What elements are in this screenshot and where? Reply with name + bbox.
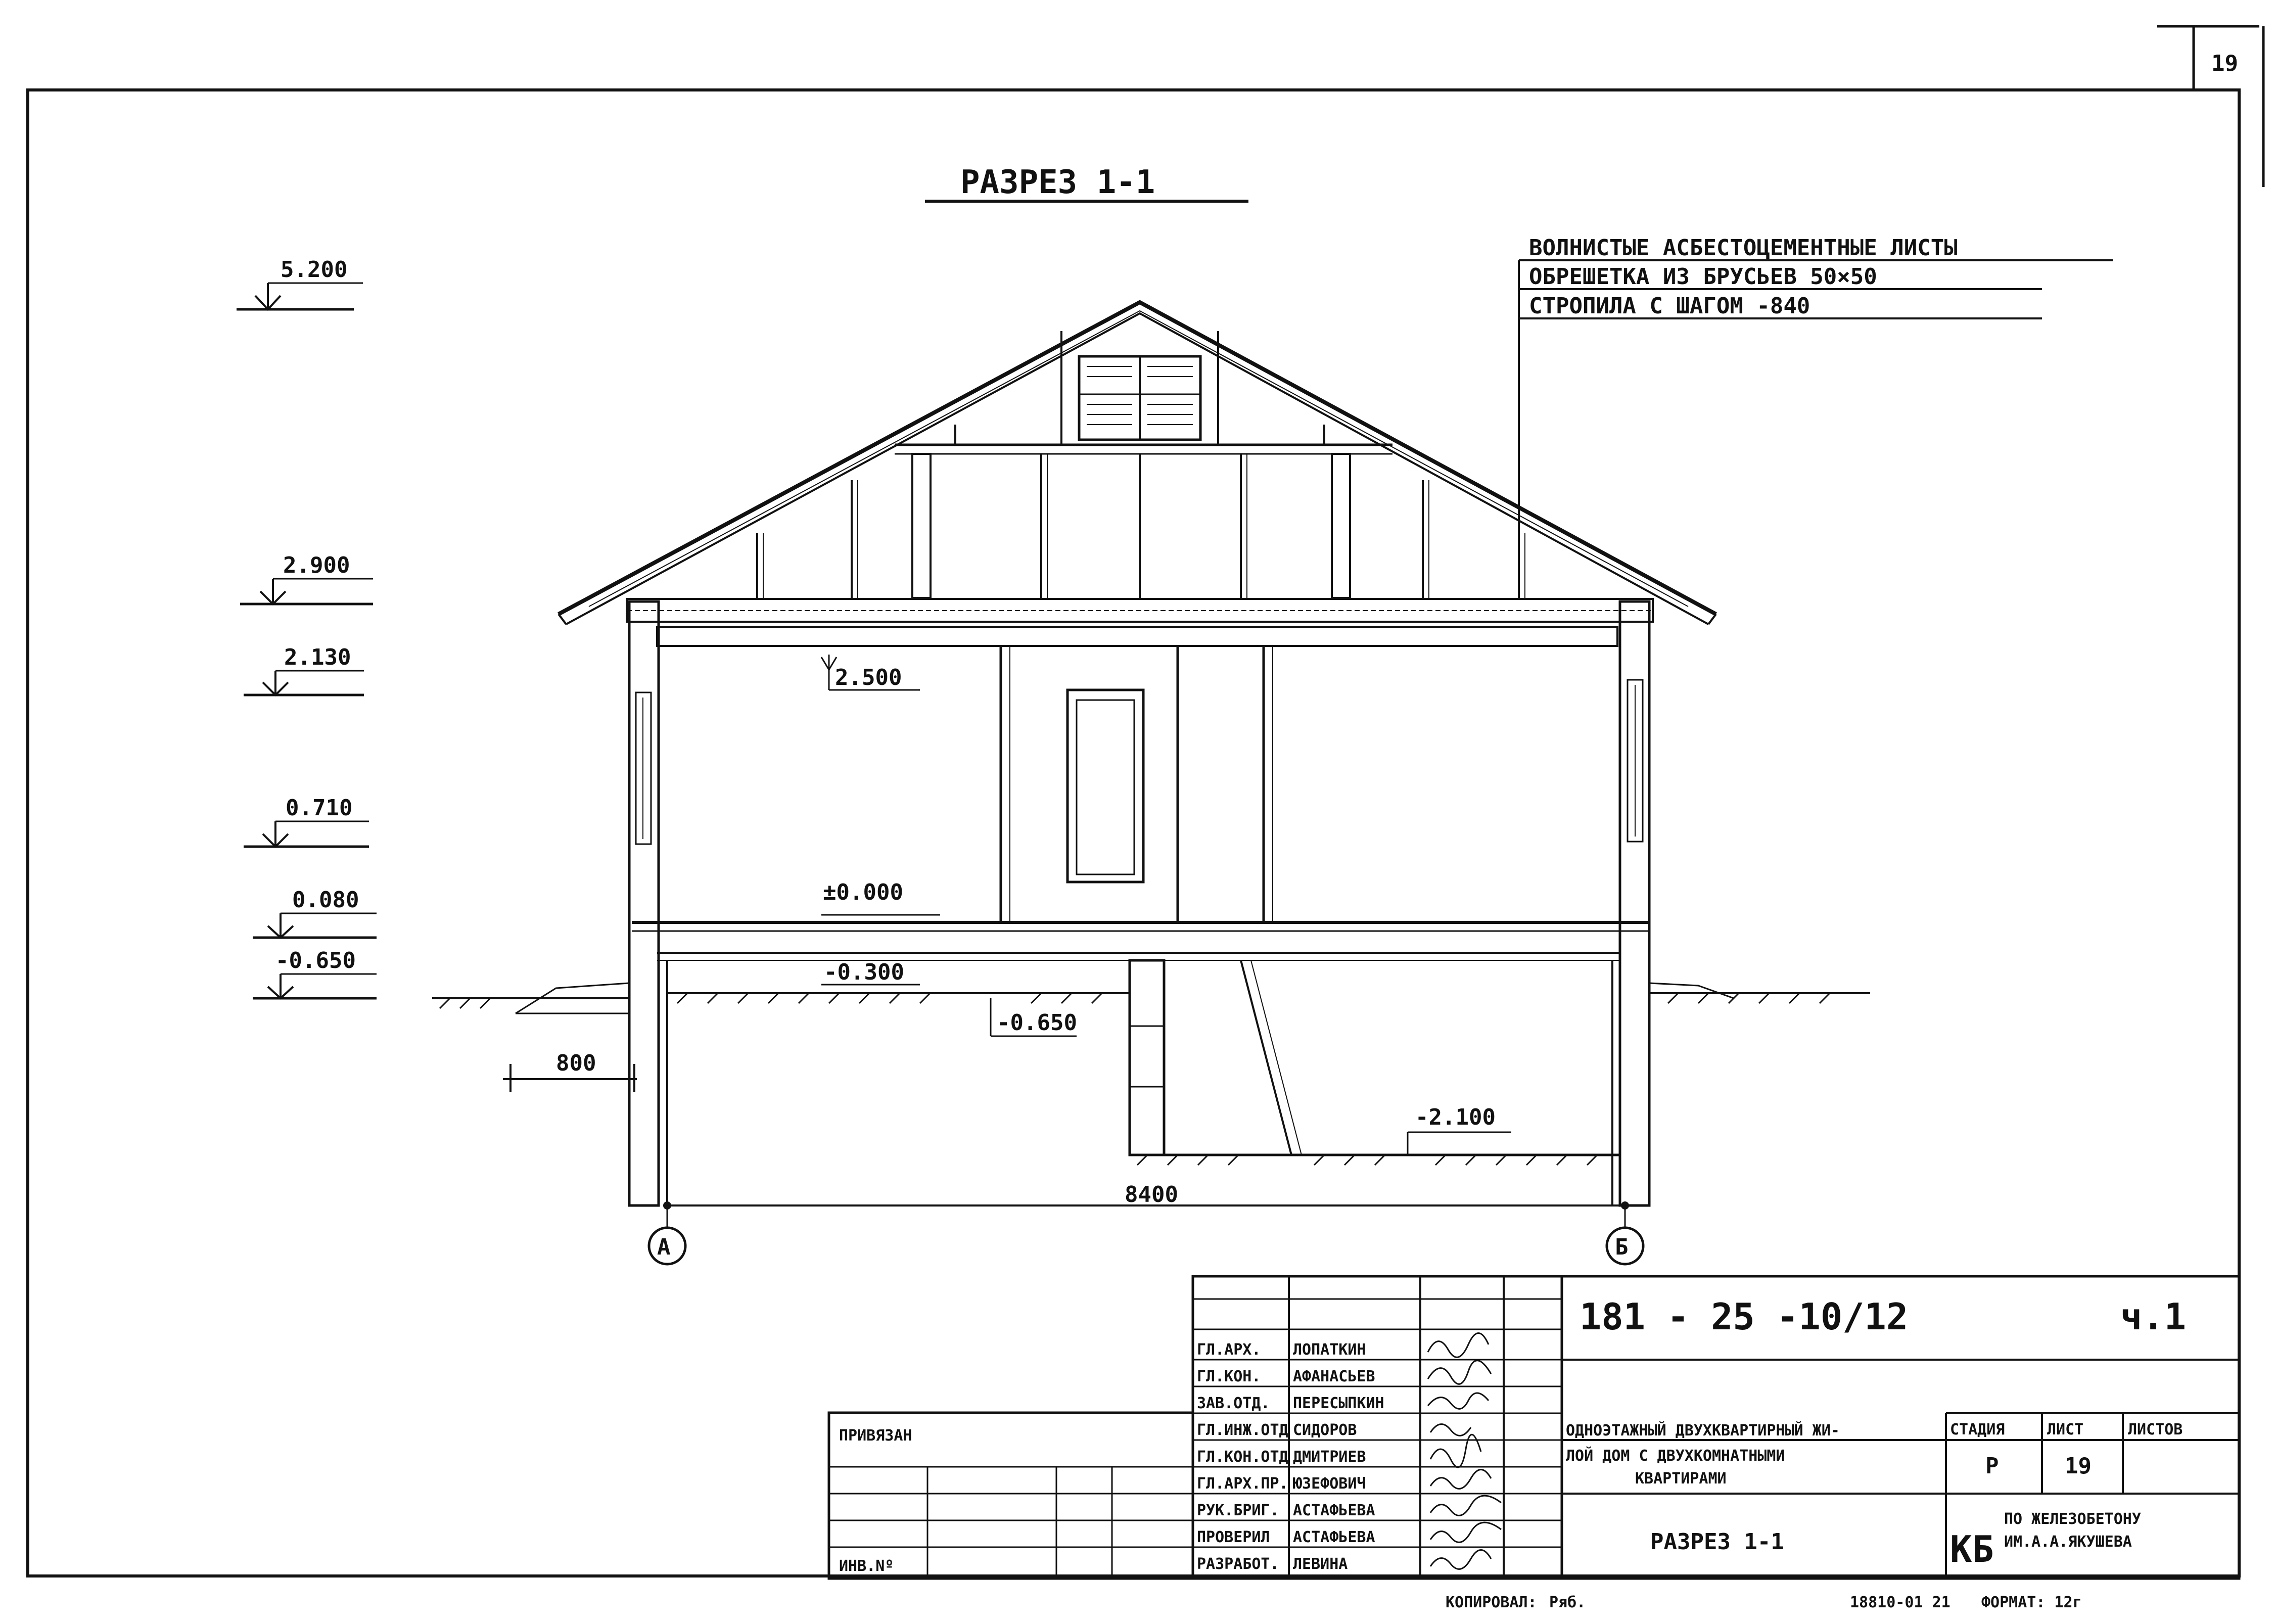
gable-framing bbox=[895, 331, 1392, 455]
axis-label-b: Б bbox=[1615, 1234, 1629, 1260]
level-cellar: -2.100 bbox=[1415, 1104, 1496, 1130]
desc-line-1: ОДНОЭТАЖНЫЙ ДВУХКВАРТИРНЫЙ ЖИ- bbox=[1566, 1421, 1840, 1440]
staff-name: ДМИТРИЕВ bbox=[1293, 1448, 1366, 1466]
roof-notes: ВОЛНИСТЫЕ АСБЕСТОЦЕМЕНТНЫЕ ЛИСТЫ ОБРЕШЕТ… bbox=[1518, 235, 2113, 553]
section-title-group: РАЗРЕЗ 1-1 bbox=[925, 164, 1248, 203]
axis-label-a: А bbox=[657, 1234, 671, 1260]
axis-markers: А Б bbox=[647, 1226, 1645, 1266]
stage-value: Р bbox=[1985, 1453, 1999, 1479]
level-label: 2.900 bbox=[283, 552, 350, 578]
sheet-value: 19 bbox=[2065, 1453, 2092, 1479]
staff-name: ЛЕВИНА bbox=[1293, 1555, 1348, 1573]
level-mark-0080: 0.080 bbox=[253, 887, 377, 939]
staff-role: ГЛ.АРХ.ПР. bbox=[1197, 1475, 1288, 1493]
staff-rows: ГЛ.АРХ. ЛОПАТКИН ГЛ.КОН. АФАНАСЬЕВ ЗАВ.О… bbox=[1197, 1341, 1384, 1573]
staff-name: АСТАФЬЕВА bbox=[1293, 1502, 1375, 1519]
sheets-label: ЛИСТОВ bbox=[2128, 1421, 2183, 1439]
axis-circle-a bbox=[647, 1226, 687, 1266]
signatures bbox=[1427, 1332, 1502, 1570]
building-section: 2.500 ±0.000 -0.300 -0.650 -2.100 800 84… bbox=[432, 300, 1870, 1266]
drawing-name: РАЗРЕЗ 1-1 bbox=[1650, 1529, 1784, 1555]
level-label: 0.710 bbox=[286, 795, 352, 821]
outer-walls bbox=[628, 600, 1651, 1207]
staff-role: ГЛ.КОН. bbox=[1197, 1368, 1261, 1385]
footer-copied-sign: Ряб. bbox=[1549, 1594, 1586, 1611]
staff-role: ГЛ.АРХ. bbox=[1197, 1341, 1261, 1359]
staff-role: РУК.БРИГ. bbox=[1197, 1502, 1279, 1519]
sheet-label: ЛИСТ bbox=[2047, 1421, 2083, 1439]
ceiling-insulation bbox=[626, 598, 1654, 647]
dim-8400: 8400 bbox=[1125, 1182, 1178, 1208]
dim-800: 800 bbox=[556, 1050, 596, 1076]
level-floor: ±0.000 bbox=[823, 879, 903, 905]
inner-level-marks: 2.500 ±0.000 -0.300 -0.650 -2.100 bbox=[820, 655, 1511, 1155]
roof-note-3: СТРОПИЛА С ШАГОМ -840 bbox=[1529, 293, 1810, 319]
stage-label: СТАДИЯ bbox=[1950, 1421, 2005, 1439]
level-label: -0.650 bbox=[275, 948, 356, 973]
sheet-number-box: 19 bbox=[2157, 25, 2265, 187]
org-line-1: ПО ЖЕЛЕЗОБЕТОНУ bbox=[2004, 1510, 2141, 1528]
roof bbox=[558, 300, 1717, 625]
staff-role: ПРОВЕРИЛ bbox=[1197, 1528, 1270, 1546]
level-label: 0.080 bbox=[292, 887, 359, 913]
floor-slab bbox=[632, 921, 1648, 961]
staff-role: ГЛ.ИНЖ.ОТД bbox=[1197, 1421, 1288, 1439]
level-mark-0650: -0.650 bbox=[253, 948, 377, 1000]
staff-role: ЗАВ.ОТД. bbox=[1197, 1395, 1270, 1412]
footer-copied: КОПИРОВАЛ: bbox=[1446, 1594, 1537, 1611]
staff-name: АСТАФЬЕВА bbox=[1293, 1528, 1375, 1546]
level-label: 5.200 bbox=[281, 257, 347, 283]
basement bbox=[666, 959, 1620, 1205]
staff-name: ЮЗЕФОВИЧ bbox=[1293, 1475, 1366, 1493]
staff-name: ПЕРЕСЫПКИН bbox=[1293, 1395, 1384, 1412]
staff-name: АФАНАСЬЕВ bbox=[1293, 1368, 1375, 1385]
axis-circle-b bbox=[1605, 1226, 1645, 1266]
level-subfloor: -0.300 bbox=[824, 959, 904, 985]
ground bbox=[432, 982, 1870, 1166]
level-mark-2900: 2.900 bbox=[240, 552, 373, 606]
staff-name: СИДОРОВ bbox=[1293, 1421, 1357, 1439]
org-line-2: ИМ.А.А.ЯКУШЕВА bbox=[2004, 1533, 2132, 1551]
org-kb: КБ bbox=[1950, 1528, 1994, 1570]
sheet-border bbox=[26, 88, 2241, 1577]
footer: КОПИРОВАЛ: Ряб. 18810-01 21 ФОРМАТ: 12г bbox=[1446, 1594, 2082, 1611]
inv-label: ИНВ.Nº bbox=[839, 1557, 894, 1575]
level-label: 2.130 bbox=[284, 644, 351, 670]
doc-code: 181 - 25 -10/12 bbox=[1580, 1295, 1908, 1338]
level-mark-5200: 5.200 bbox=[237, 257, 363, 311]
privyazan-label: ПРИВЯЗАН bbox=[839, 1427, 912, 1445]
footer-format: ФОРМАТ: 12г bbox=[1981, 1594, 2082, 1611]
desc-line-3: КВАРТИРАМИ bbox=[1635, 1470, 1727, 1488]
staff-name: ЛОПАТКИН bbox=[1293, 1341, 1366, 1359]
roof-note-1: ВОЛНИСТЫЕ АСБЕСТОЦЕМЕНТНЫЕ ЛИСТЫ bbox=[1529, 235, 1958, 261]
level-ground: -0.650 bbox=[997, 1010, 1077, 1036]
staff-role: РАЗРАБОТ. bbox=[1197, 1555, 1279, 1573]
attic-studs bbox=[756, 453, 1525, 599]
dimension-lines: 800 8400 bbox=[503, 1050, 1629, 1228]
staff-role: ГЛ.КОН.ОТД bbox=[1197, 1448, 1288, 1466]
level-mark-0710: 0.710 bbox=[244, 795, 369, 848]
level-mark-2130: 2.130 bbox=[244, 644, 364, 697]
roof-note-2: ОБРЕШЕТКА ИЗ БРУСЬЕВ 50×50 bbox=[1529, 264, 1877, 290]
sheet-number: 19 bbox=[2211, 51, 2238, 76]
doc-part: ч.1 bbox=[2120, 1295, 2186, 1338]
title-block: ГЛ.АРХ. ЛОПАТКИН ГЛ.КОН. АФАНАСЬЕВ ЗАВ.О… bbox=[827, 1275, 2241, 1580]
attic-window bbox=[1078, 355, 1202, 441]
level-ceiling: 2.500 bbox=[835, 665, 902, 690]
footer-number: 18810-01 21 bbox=[1850, 1594, 1951, 1611]
desc-line-2: ЛОЙ ДОМ С ДВУХКОМНАТНЫМИ bbox=[1566, 1447, 1785, 1465]
section-title: РАЗРЕЗ 1-1 bbox=[960, 164, 1155, 201]
interior-partition bbox=[999, 646, 1273, 922]
left-level-marks: 5.200 2.900 2.130 0.710 bbox=[237, 257, 377, 1000]
